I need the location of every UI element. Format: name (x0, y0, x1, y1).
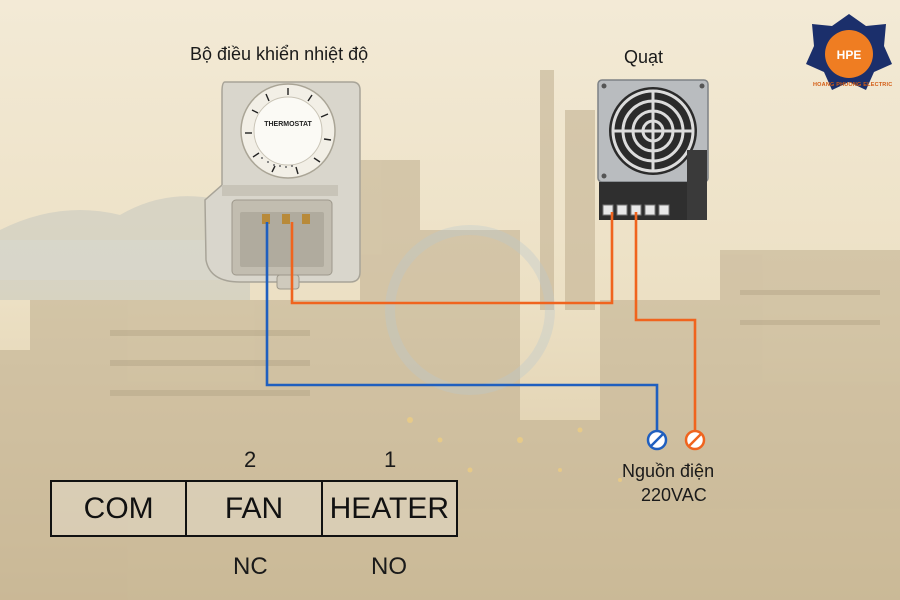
thermostat-face-label: THERMOSTAT (264, 121, 312, 128)
fan-heater-device (597, 79, 709, 220)
thermostat-title: Bộ điều khiển nhiệt độ (190, 44, 369, 64)
terminal-heater: HEATER (329, 491, 450, 525)
terminal-table: COM FAN HEATER (50, 480, 458, 537)
terminal-fan: FAN (187, 482, 323, 535)
hpe-logo: HPE (806, 14, 892, 90)
power-terminal-orange (684, 429, 706, 451)
terminal-number-heater: 1 (384, 447, 397, 472)
thermostat-device: THERMOSTAT (204, 81, 361, 290)
orange-wire-thermostat (290, 212, 614, 305)
contact-no-label: NO (371, 553, 407, 580)
fan-title: Quạt (624, 47, 664, 67)
power-voltage-label: 220VAC (641, 485, 707, 505)
contact-nc-label: NC (233, 553, 268, 580)
power-terminal-blue (646, 429, 668, 451)
orange-wire-power (634, 212, 697, 440)
logo-mark: HPE (837, 48, 862, 62)
logo-tagline: HOANG PHUONG ELECTRIC (813, 82, 893, 88)
terminal-number-fan: 2 (244, 447, 257, 472)
blue-wire (265, 222, 659, 440)
terminal-com: COM (52, 482, 188, 535)
power-source-label: Nguồn điện (622, 461, 715, 481)
